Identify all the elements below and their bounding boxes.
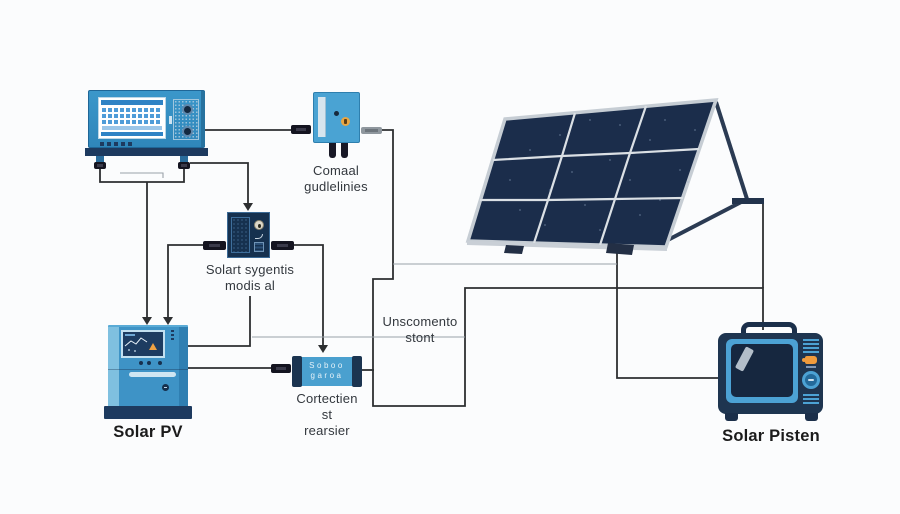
comal-stripe: [318, 97, 326, 137]
solar-pv-dot: [139, 361, 143, 365]
unscomento-label: Unscomento stont: [382, 314, 458, 345]
comal-label: Comaal gudlelinies: [286, 163, 386, 195]
thin-wires: [120, 172, 617, 338]
panel-leg-left: [96, 156, 104, 163]
screen-row: [102, 108, 162, 112]
solar-pisten-vents-bottom: [803, 394, 819, 406]
panel-foot-left: [504, 245, 524, 254]
panel-button-row: [100, 142, 134, 146]
panel-speckles: [509, 119, 696, 231]
cortectien-label-line2: st: [321, 407, 333, 422]
panel-foot-plug-right: [178, 162, 190, 169]
arrow-into-solarpv-left: [142, 317, 152, 325]
solar-pisten-vents-top: [803, 339, 819, 353]
arrow-into-cortectien: [318, 345, 328, 353]
solar-pisten-knob: [802, 371, 820, 389]
arrowheads: [142, 203, 328, 353]
screen-header-bar: [101, 100, 163, 105]
keyhole-icon: [341, 117, 350, 126]
comal-plug-right: [361, 127, 382, 134]
control-panel-base: [85, 148, 208, 156]
sygentis-dot-grid: [231, 217, 250, 253]
comal-prong-left: [329, 143, 336, 158]
solar-pv-screen-chart: [124, 334, 157, 352]
solar-pv-seam: [108, 369, 188, 370]
panel-knob-top: [182, 104, 193, 115]
panel-foot-plug-left: [94, 162, 106, 169]
screen-highlight-row: [102, 126, 162, 130]
cortectien-device-text: Soboo garoa: [301, 361, 353, 381]
wire-sygentis-bottom-to-solarpv: [187, 296, 251, 347]
sygentis-label-line2: modis al: [224, 278, 275, 293]
bulb-icon: [254, 220, 264, 230]
knob-center: [805, 374, 817, 386]
wire-array-to-pisten: [616, 250, 719, 379]
wire-thin-bracket-inner: [120, 172, 164, 178]
control-panel-screen: [98, 97, 166, 139]
sygentis-plug-left: [203, 241, 226, 250]
solar-pisten-handle: [741, 322, 797, 338]
wire-panel-to-sygentis: [190, 162, 249, 204]
panel-stand-strut-back: [714, 101, 749, 200]
screen-footer-bar: [101, 132, 163, 136]
control-panel-edge: [201, 91, 205, 147]
chip-icon: [254, 242, 264, 252]
solar-pv-label: Solar PV: [113, 423, 183, 441]
sygentis-label-line1: Solart sygentis: [205, 262, 295, 277]
panel-bottom-rail: [466, 241, 668, 251]
solar-pv-base: [104, 406, 192, 419]
comal-label-line1: Comaal: [313, 163, 359, 178]
screen-row: [102, 120, 162, 124]
solar-pv-dot: [147, 361, 151, 365]
solar-panel-array: [465, 98, 764, 255]
cortectien-label-line1: Cortectien: [296, 391, 358, 406]
solar-pisten-label: Solar Pisten: [722, 427, 820, 445]
comal-prong-right: [341, 143, 348, 158]
arrow-into-solarpv-right: [163, 317, 173, 325]
comal-indicator-dot: [334, 111, 339, 116]
cortectien-label: Cortectien st rearsier: [277, 391, 377, 439]
sygentis-plug-right: [271, 241, 294, 250]
indicator-caption: [806, 366, 816, 368]
solar-pv-slot: [129, 372, 176, 377]
comal-label-line2: gudlelinies: [304, 179, 368, 194]
solar-pisten-foot-left: [725, 413, 738, 421]
solar-pisten-screen: [731, 344, 793, 397]
panel-side-indicator: [169, 116, 172, 124]
cortectien-cap-left: [292, 356, 302, 387]
panel-surface: [465, 98, 719, 249]
cortectien-label-line3: rearsier: [304, 423, 350, 438]
arrow-into-sygentis: [243, 203, 253, 211]
screen-reflection: [734, 346, 755, 372]
solar-pv-button: [162, 384, 169, 391]
cortectien-body: [301, 357, 353, 386]
wire-panel-feet-bracket: [99, 168, 185, 183]
cortectien-plug-left: [271, 364, 291, 373]
solar-pv-vent-marks: [171, 330, 174, 341]
cortectien-device-text-line2: garoa: [310, 371, 344, 380]
sygentis-label: Solart sygentis modis al: [198, 262, 302, 294]
cortectien-device-text-line1: Soboo: [309, 361, 345, 370]
power-indicator-icon: [802, 356, 817, 364]
solar-pisten-foot-right: [805, 413, 818, 421]
wire-sygentis-to-cortectien: [293, 244, 324, 345]
cortectien-cap-right: [352, 356, 362, 387]
solar-pv-screen: [121, 330, 165, 358]
wire-comal-to-pisten: [372, 129, 764, 407]
wire-sygentis-to-solarpv: [167, 244, 203, 318]
cortectien-device: Soboo garoa: [292, 356, 362, 387]
panel-grid-lines: [480, 105, 700, 246]
panel-leg-right: [180, 156, 188, 163]
panel-stand-strut-front: [661, 197, 748, 245]
solar-pv-dot: [158, 361, 162, 365]
panel-knob-bottom: [182, 126, 193, 137]
panel-foot-right: [606, 243, 634, 255]
comal-plug-left: [291, 125, 311, 134]
screen-row: [102, 114, 162, 118]
wire-stand-to-pisten: [750, 200, 764, 288]
